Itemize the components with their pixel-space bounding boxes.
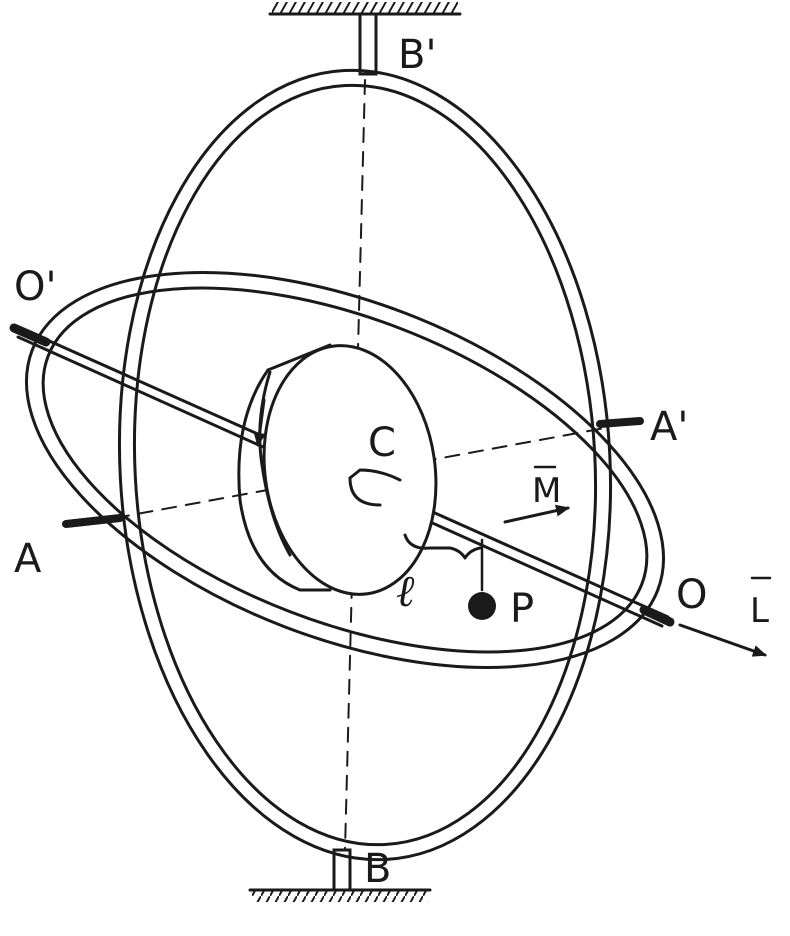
- label-M: M: [532, 471, 561, 511]
- label-A: A: [14, 536, 42, 582]
- label-L: L: [750, 591, 769, 631]
- pivot-pin-A-prime: [596, 417, 644, 428]
- moment-vector-arrow: [503, 504, 570, 524]
- hanging-weight: [468, 538, 496, 620]
- label-l: ℓ: [396, 566, 415, 617]
- label-P: P: [510, 586, 534, 632]
- lever-arm: [348, 468, 402, 507]
- label-O-prime: O': [14, 264, 56, 310]
- label-A-prime: A': [650, 404, 688, 450]
- label-B-prime: B': [398, 32, 436, 78]
- angular-momentum-arrow: [678, 623, 767, 657]
- label-C: C: [368, 420, 396, 466]
- bottom-support: [248, 848, 432, 902]
- inner-gimbal-ring: [25, 270, 665, 670]
- length-brace: [403, 533, 482, 560]
- label-B: B: [364, 846, 391, 892]
- label-O: O: [676, 572, 707, 618]
- rotor-disk: [237, 343, 438, 596]
- pivot-pin-A: [62, 514, 124, 528]
- rotation-arrow: [253, 398, 266, 447]
- top-support: [268, 2, 462, 76]
